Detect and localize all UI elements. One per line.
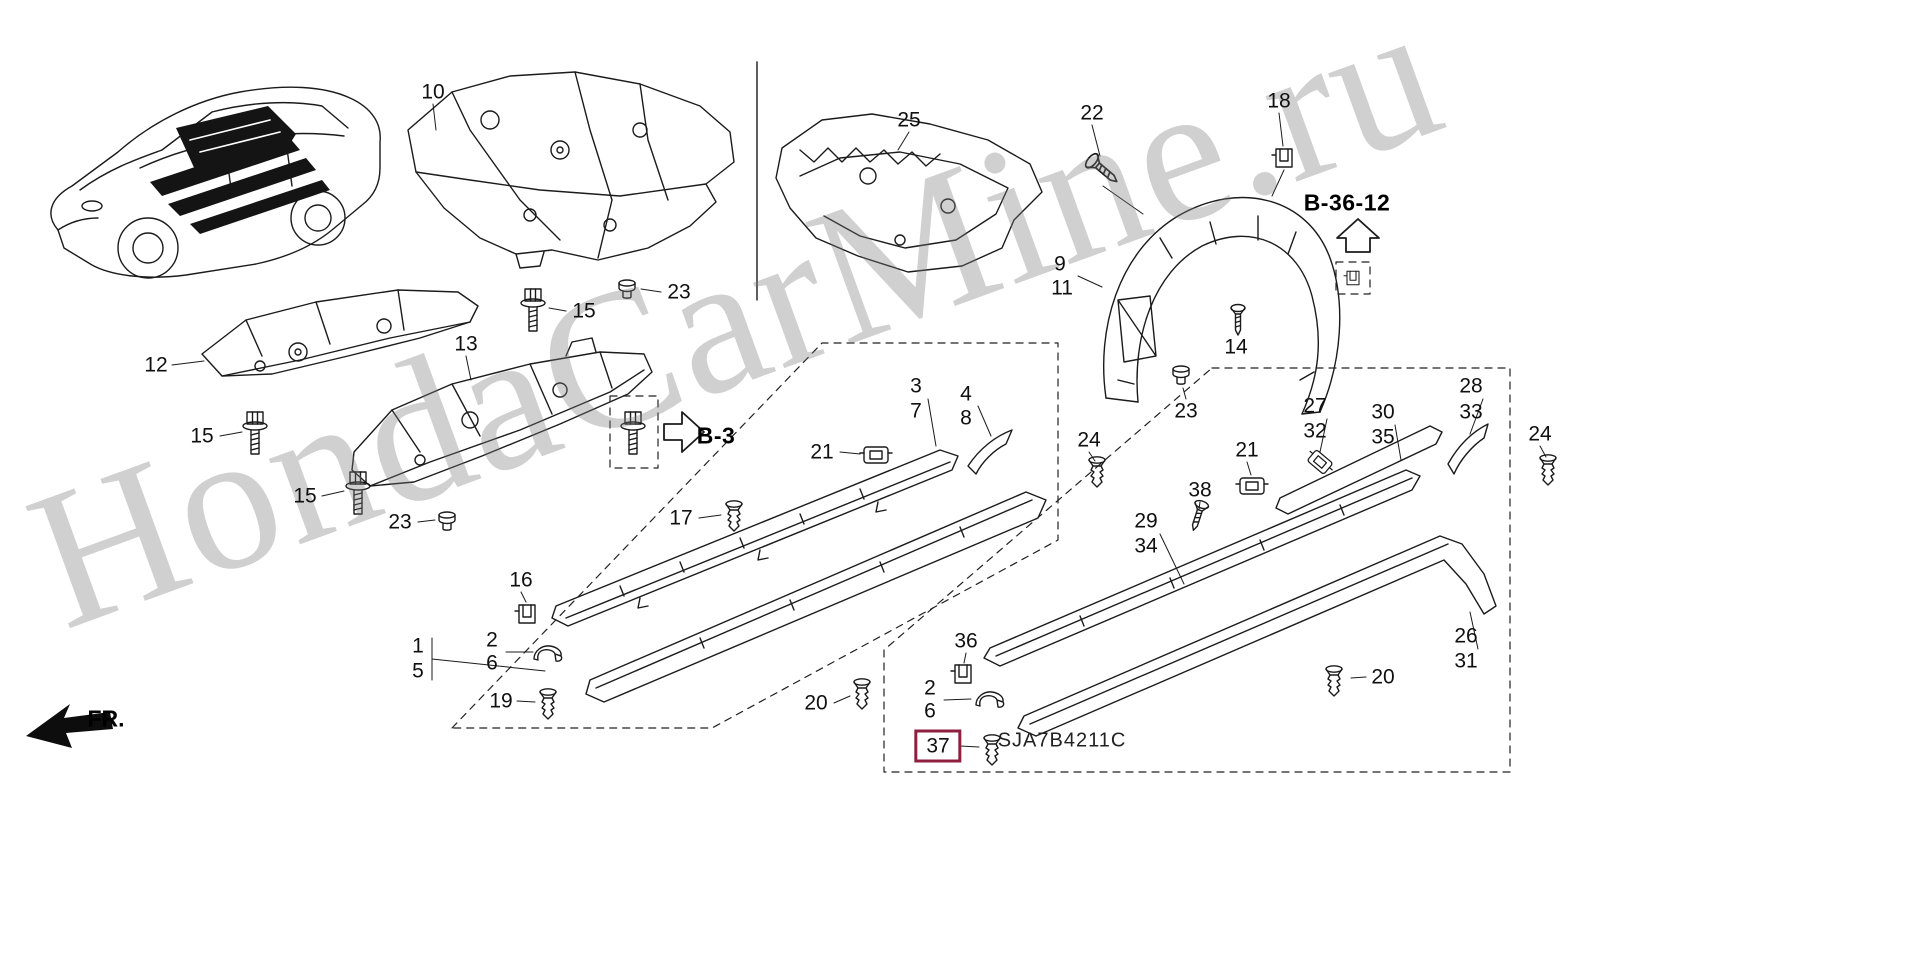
leader-lines bbox=[171, 103, 1547, 748]
part-middle-floor-cover-rear bbox=[351, 337, 653, 487]
part-callout-10: 10 bbox=[421, 80, 445, 104]
part-callout-4: 4 bbox=[960, 382, 972, 406]
part-callout-21: 21 bbox=[810, 440, 834, 464]
drawing-code: SJA7B4211C bbox=[997, 729, 1127, 752]
part-callout-20: 20 bbox=[1371, 665, 1395, 689]
part-callout-28: 28 bbox=[1459, 374, 1483, 398]
part-callout-16: 16 bbox=[509, 568, 533, 592]
part-callout-18: 18 bbox=[1267, 89, 1291, 113]
part-sill-end-cap-left bbox=[967, 429, 1013, 475]
part-callout-23: 23 bbox=[1174, 399, 1198, 423]
part-sill-end-cap-right bbox=[1447, 423, 1489, 475]
b3612-arrow-icon bbox=[1336, 218, 1380, 253]
part-callout-15: 15 bbox=[190, 424, 214, 448]
part-callout-5: 5 bbox=[412, 659, 424, 683]
reference-callout-B-36-12: B-36-12 bbox=[1303, 189, 1391, 216]
fr-direction-label: FR. bbox=[87, 705, 125, 732]
part-callout-38: 38 bbox=[1188, 478, 1212, 502]
part-callout-35: 35 bbox=[1371, 425, 1395, 449]
part-callout-37-highlighted: 37 bbox=[914, 729, 962, 763]
part-callout-2: 2 bbox=[924, 676, 936, 700]
part-callout-11: 11 bbox=[1051, 276, 1073, 300]
part-callout-34: 34 bbox=[1134, 534, 1158, 558]
part-callout-19: 19 bbox=[489, 689, 513, 713]
part-under-cover-rear bbox=[775, 113, 1043, 273]
part-callout-21: 21 bbox=[1235, 438, 1259, 462]
part-callout-6: 6 bbox=[924, 699, 936, 723]
part-fender-liner bbox=[1103, 196, 1341, 415]
part-callout-12: 12 bbox=[144, 353, 168, 377]
part-callout-22: 22 bbox=[1080, 101, 1104, 125]
part-callout-33: 33 bbox=[1459, 400, 1483, 424]
part-callout-32: 32 bbox=[1303, 419, 1327, 443]
part-callout-2: 2 bbox=[486, 628, 498, 652]
part-callout-3: 3 bbox=[910, 374, 922, 398]
part-callout-9: 9 bbox=[1054, 252, 1066, 276]
part-callout-15: 15 bbox=[293, 484, 317, 508]
part-side-sill-strip-middle-right bbox=[983, 469, 1421, 667]
part-callout-7: 7 bbox=[910, 399, 922, 423]
part-callout-15: 15 bbox=[572, 299, 596, 323]
part-side-sill-strip-upper-right bbox=[1275, 425, 1443, 515]
part-callout-8: 8 bbox=[960, 406, 972, 430]
part-callout-23: 23 bbox=[667, 280, 691, 304]
part-callout-27: 27 bbox=[1303, 394, 1327, 418]
part-callout-30: 30 bbox=[1371, 400, 1395, 424]
dashed-box-b3612 bbox=[1335, 261, 1371, 295]
part-callout-1: 1 bbox=[412, 634, 424, 658]
dashed-group-outline-right bbox=[883, 367, 1511, 773]
part-callout-24: 24 bbox=[1077, 428, 1101, 452]
part-callout-31: 31 bbox=[1454, 649, 1478, 673]
part-callout-25: 25 bbox=[897, 108, 921, 132]
part-callout-13: 13 bbox=[454, 332, 478, 356]
fr-direction-arrow-icon bbox=[26, 704, 113, 748]
part-callout-20: 20 bbox=[804, 691, 828, 715]
part-callout-14: 14 bbox=[1224, 335, 1248, 359]
dashed-box-b3 bbox=[609, 395, 659, 469]
part-callout-6: 6 bbox=[486, 651, 498, 675]
part-callout-26: 26 bbox=[1454, 624, 1478, 648]
part-callout-29: 29 bbox=[1134, 509, 1158, 533]
part-side-sill-garnish-right bbox=[1017, 535, 1497, 737]
part-callout-36: 36 bbox=[954, 629, 978, 653]
reference-callout-B-3: B-3 bbox=[696, 422, 736, 449]
part-under-cover-front bbox=[407, 71, 735, 269]
vehicle-illustration bbox=[50, 86, 381, 279]
part-middle-floor-cover-front bbox=[201, 289, 479, 377]
highlighted-undercover-area bbox=[150, 106, 330, 234]
part-side-sill-strip-upper-left bbox=[551, 449, 959, 627]
part-callout-17: 17 bbox=[669, 506, 693, 530]
part-callout-23: 23 bbox=[388, 510, 412, 534]
dashed-group-outline-left bbox=[451, 342, 1059, 729]
part-callout-24: 24 bbox=[1528, 422, 1552, 446]
b3-arrow-icon bbox=[663, 411, 705, 453]
